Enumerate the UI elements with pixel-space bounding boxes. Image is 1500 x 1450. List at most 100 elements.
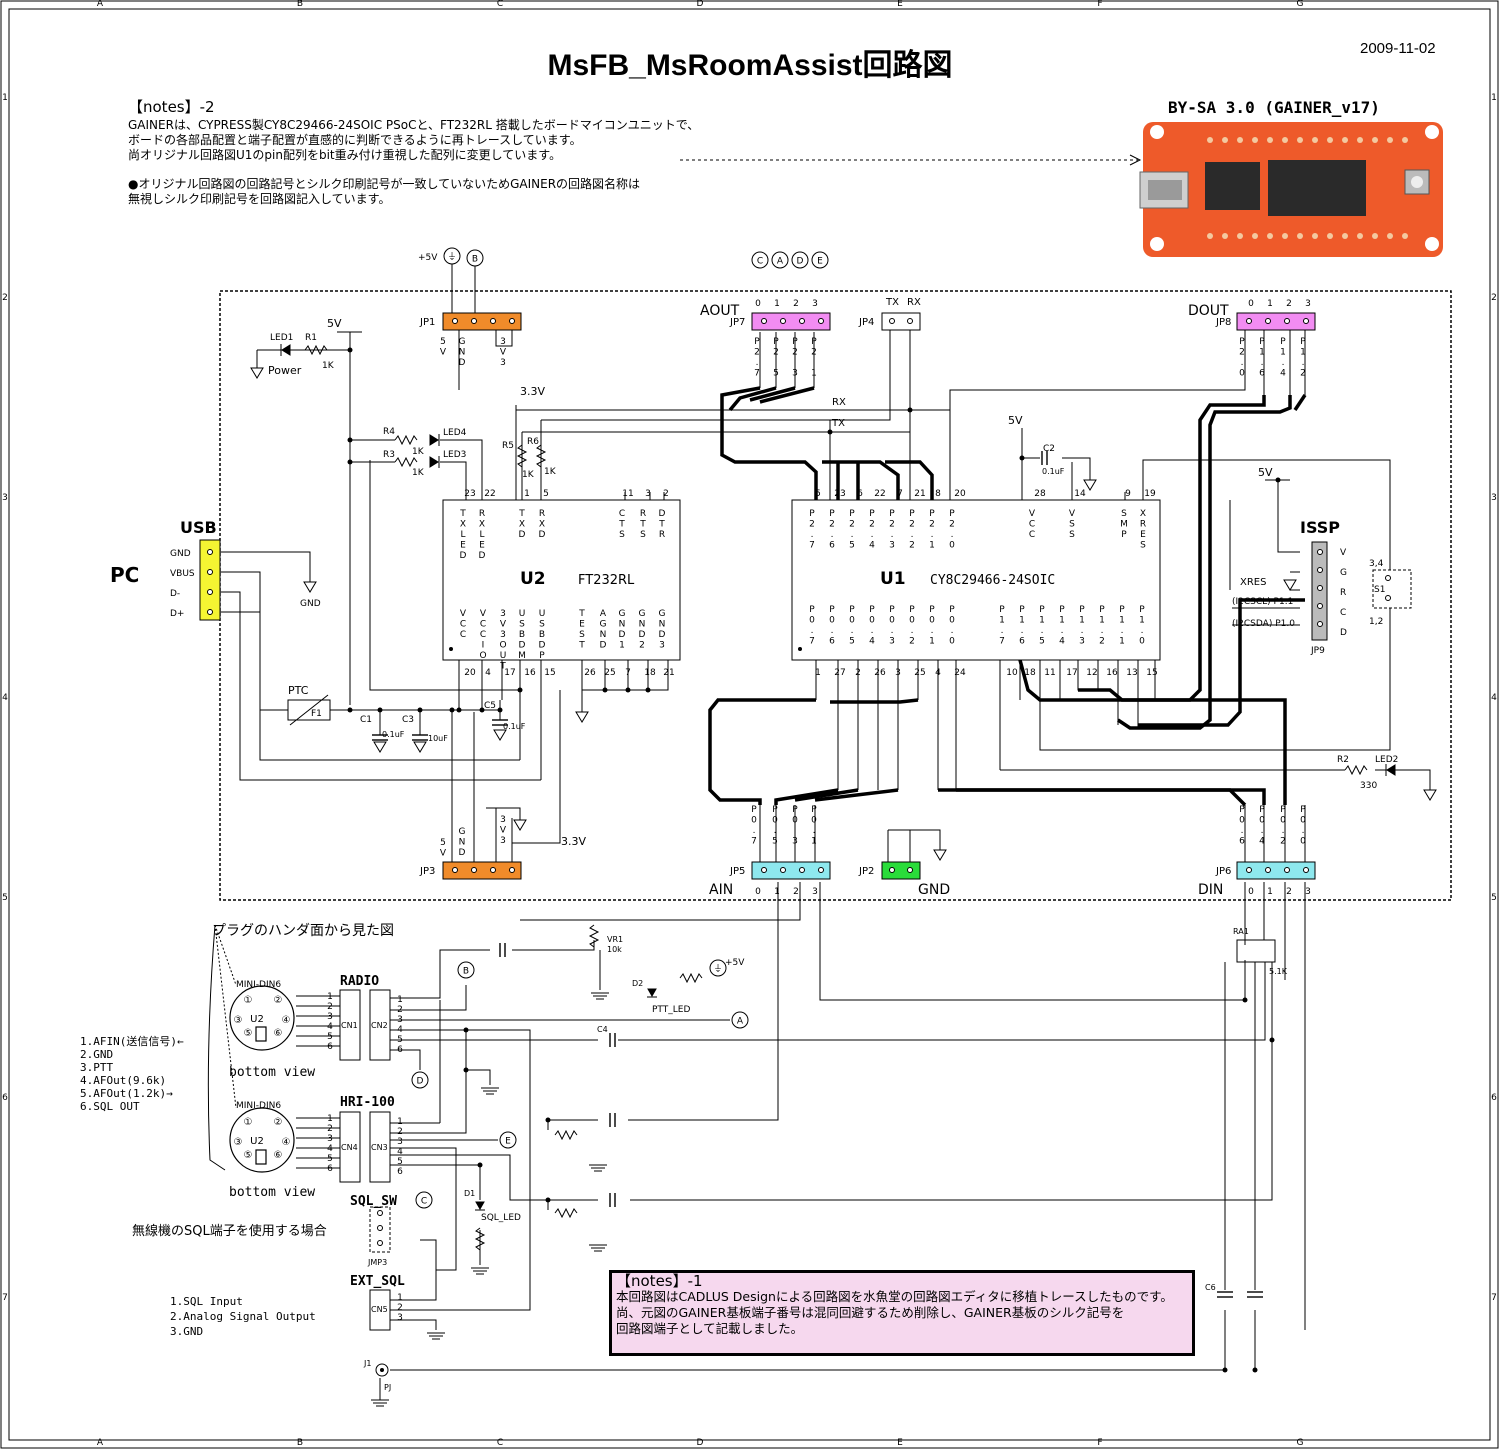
- photo-pad: [1372, 233, 1378, 239]
- u1-pin-name: S: [1069, 530, 1075, 540]
- u1-pin-name: .: [1021, 626, 1024, 636]
- u1-pin-name: .: [931, 530, 934, 540]
- u1-pin-name: C: [1029, 520, 1035, 530]
- header-pin: [471, 318, 477, 324]
- u1-pin-name: P: [889, 509, 895, 519]
- gnd-header-label: GND: [918, 882, 950, 898]
- junction-dot: [907, 407, 913, 413]
- header-pin: [1303, 867, 1309, 873]
- jumper-pin: [377, 1225, 383, 1231]
- u1-pin-name: 6: [829, 637, 835, 647]
- u1-pin-name: 6: [1019, 637, 1025, 647]
- u2-pin-name: S: [519, 620, 525, 630]
- aout-net: P: [811, 337, 817, 347]
- u2-pin-name: D: [539, 641, 546, 651]
- header-pin: [907, 867, 913, 873]
- jp5-pin-num: 2: [793, 887, 799, 897]
- u1-pin-name: 5: [849, 541, 855, 551]
- u1-pin-name: 1: [1139, 616, 1145, 626]
- grid-row-label: 2: [2, 293, 8, 303]
- jp3-net: V: [440, 849, 447, 859]
- tx-net: TX: [831, 418, 845, 429]
- usb-pin: [207, 589, 213, 595]
- r5-label: R5: [502, 441, 514, 451]
- jp7-pin-num: 3: [812, 299, 818, 309]
- u1-pin-name: P: [849, 605, 855, 615]
- u2-pin-name: S: [579, 630, 585, 640]
- minidin-pin: ③: [234, 1015, 243, 1026]
- u1-pin-name: V: [1029, 509, 1036, 519]
- u2-pin-name: I: [482, 641, 485, 651]
- junction-dot: [545, 1197, 551, 1203]
- c1-label: C1: [360, 715, 372, 725]
- cn4-pin: 2: [327, 1124, 333, 1134]
- minidin-pin: ⑤: [244, 1150, 253, 1161]
- tx-label: TX: [885, 297, 899, 308]
- u1-pin-name: .: [911, 626, 914, 636]
- usb-pin-dplus: D+: [170, 609, 184, 619]
- u2-pin-name: T: [518, 509, 525, 519]
- u1-pin-name: 1: [929, 541, 935, 551]
- cn2-pin: 6: [397, 1045, 403, 1055]
- ain-net: 7: [751, 837, 757, 847]
- u1-pin-num: 22: [874, 489, 885, 499]
- u2-pin-num: 5: [543, 489, 549, 499]
- r2-value: 330: [1360, 781, 1377, 791]
- issp-pin: C: [1340, 608, 1346, 618]
- u2-pin-name: G: [659, 609, 666, 619]
- u1-pin-num: 13: [1126, 668, 1137, 678]
- cn2-label: CN2: [371, 1021, 388, 1030]
- header-jp2: [881, 861, 921, 880]
- junction-dot: [477, 1162, 483, 1168]
- jp5-pin-num: 3: [812, 887, 818, 897]
- u1-pin-name: P: [809, 605, 815, 615]
- u1-pin-num: 25: [914, 668, 925, 678]
- vr1-value: 10k: [607, 945, 622, 954]
- plug-view-bracket: [207, 924, 226, 1171]
- u1-pin-name: P: [1099, 605, 1105, 615]
- u1-pin-name: 2: [909, 520, 915, 530]
- v33-label: 3.3V: [520, 385, 545, 398]
- u1-pin-num: 9: [1125, 489, 1131, 499]
- jp5-label: JP5: [729, 866, 745, 877]
- r2-label: R2: [1337, 755, 1349, 765]
- jp6-pin-num: 0: [1248, 887, 1254, 897]
- ptc-label: PTC: [288, 684, 309, 697]
- cn5-label: CN5: [371, 1305, 388, 1314]
- photo-pad: [1357, 137, 1363, 143]
- u2-pin-name: 3: [659, 641, 665, 651]
- ain-net: P: [811, 805, 817, 815]
- u2-pin-name: X: [539, 520, 545, 530]
- net-flag-letter: D: [797, 257, 804, 267]
- ain-net: .: [794, 826, 797, 836]
- minidin-label-1: MINI-DIN6: [236, 980, 281, 990]
- u1-pin-name: 1: [929, 637, 935, 647]
- jp3-net: N: [459, 838, 466, 848]
- header-pin: [761, 867, 767, 873]
- photo-pad: [1282, 137, 1288, 143]
- din-net: 0: [1280, 816, 1286, 826]
- u1-pin-name: .: [951, 626, 954, 636]
- u1-pin-num: 27: [834, 668, 845, 678]
- header-pin: [799, 867, 805, 873]
- u2-pin-name: B: [519, 630, 525, 640]
- ain-net: 0: [772, 816, 778, 826]
- u1-pin-num: 19: [1144, 489, 1156, 499]
- usb-label: USB: [180, 518, 217, 537]
- u2-pin-name: E: [479, 541, 485, 551]
- u1-pin-name: P: [829, 605, 835, 615]
- u1-pin-num: 26: [874, 668, 886, 678]
- u2-pin-name: L: [479, 530, 484, 540]
- bottom-view-1: bottom view: [229, 1065, 315, 1080]
- ground-symbol: [493, 729, 507, 741]
- u1-pin-name: 0: [849, 616, 855, 626]
- minidin-pin: ②: [274, 1117, 283, 1128]
- u2-pin-name: T: [499, 662, 506, 672]
- xres-label: XRES: [1240, 577, 1266, 588]
- net-flags: [411, 247, 829, 1209]
- jp3-net: G: [459, 827, 466, 837]
- u2-pin-num: 3: [645, 489, 651, 499]
- cn3-pin: 2: [397, 1127, 403, 1137]
- aout-net: P: [773, 337, 779, 347]
- u1-pin-name: 2: [829, 520, 835, 530]
